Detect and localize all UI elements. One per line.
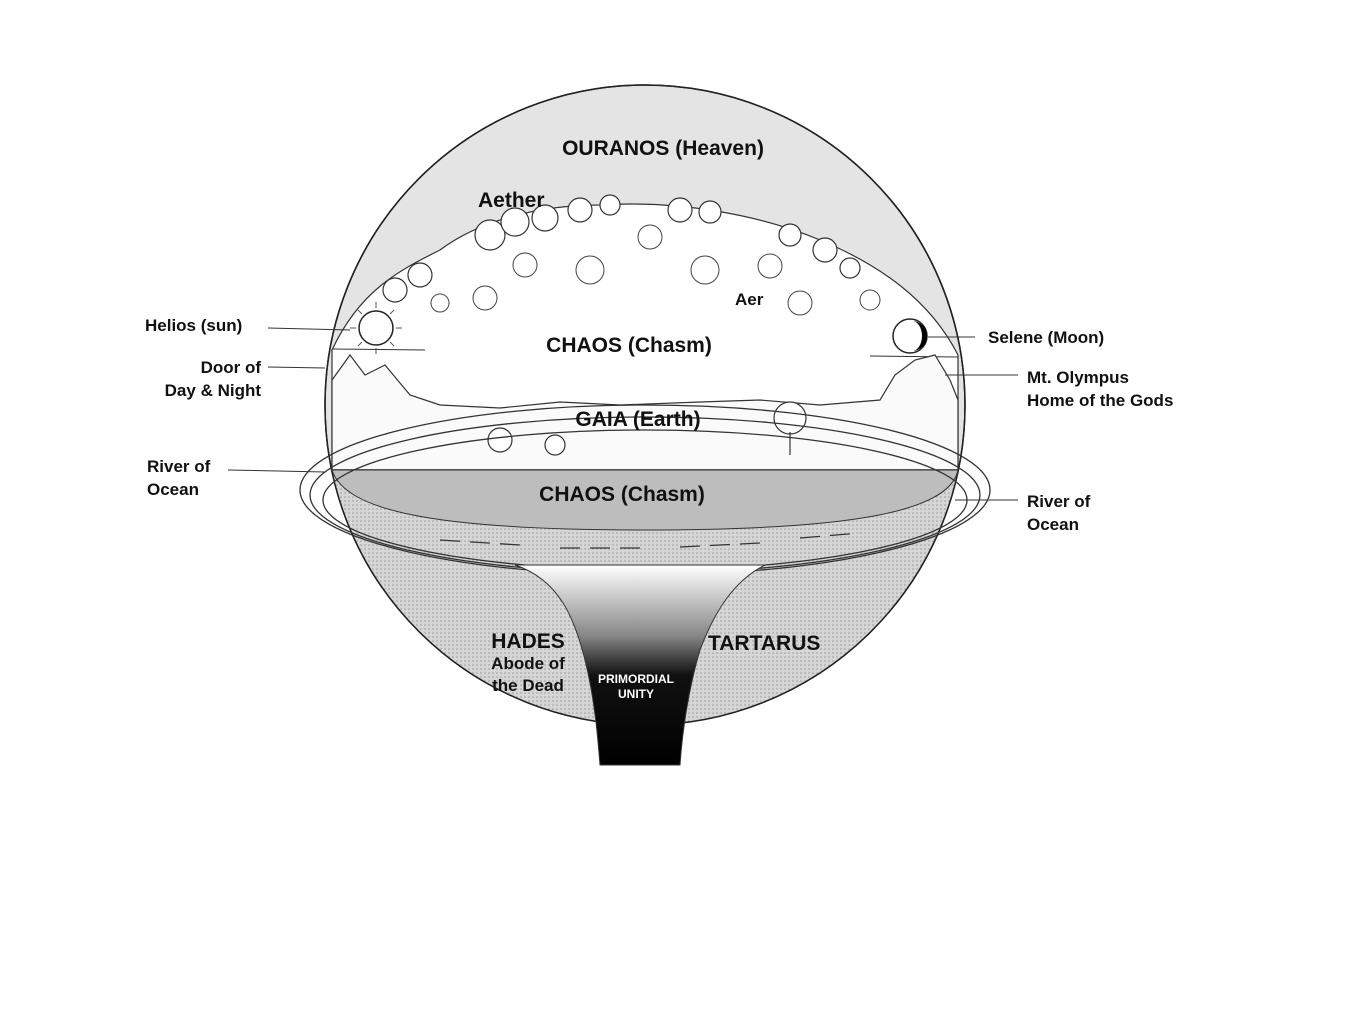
label-river-right-2: Ocean (1027, 515, 1079, 534)
label-ouranos: OURANOS (Heaven) (562, 137, 764, 160)
label-door-2: Day & Night (165, 381, 262, 400)
label-gaia: GAIA (Earth) (575, 408, 700, 431)
label-chaos-upper: CHAOS (Chasm) (546, 334, 712, 357)
aer-swirls (430, 224, 881, 316)
label-chaos-lower: CHAOS (Chasm) (539, 483, 705, 506)
primordial-funnel (514, 564, 766, 766)
label-tartarus: TARTARUS (708, 632, 820, 655)
label-olympus-1: Mt. Olympus (1027, 368, 1129, 387)
lower-chaos-band (331, 469, 959, 531)
label-river-left-1: River of (147, 457, 211, 476)
label-river-left-2: Ocean (147, 480, 199, 499)
leader-lines (227, 327, 1018, 501)
label-helios: Helios (sun) (145, 316, 242, 335)
label-hades-sub-1: Abode of (491, 654, 565, 673)
label-hades-sub-2: the Dead (492, 676, 564, 695)
label-aer: Aer (735, 290, 764, 309)
label-aether: Aether (478, 189, 545, 212)
label-primordial-1: PRIMORDIAL (598, 672, 674, 686)
label-primordial-2: UNITY (618, 687, 654, 701)
moon-icon (892, 318, 928, 354)
label-river-right-1: River of (1027, 492, 1091, 511)
label-olympus-2: Home of the Gods (1027, 391, 1173, 410)
label-hades: HADES (491, 630, 565, 653)
sun-icon (350, 302, 402, 354)
clouds (382, 194, 861, 303)
label-selene: Selene (Moon) (988, 328, 1104, 347)
label-door-1: Door of (201, 358, 262, 377)
